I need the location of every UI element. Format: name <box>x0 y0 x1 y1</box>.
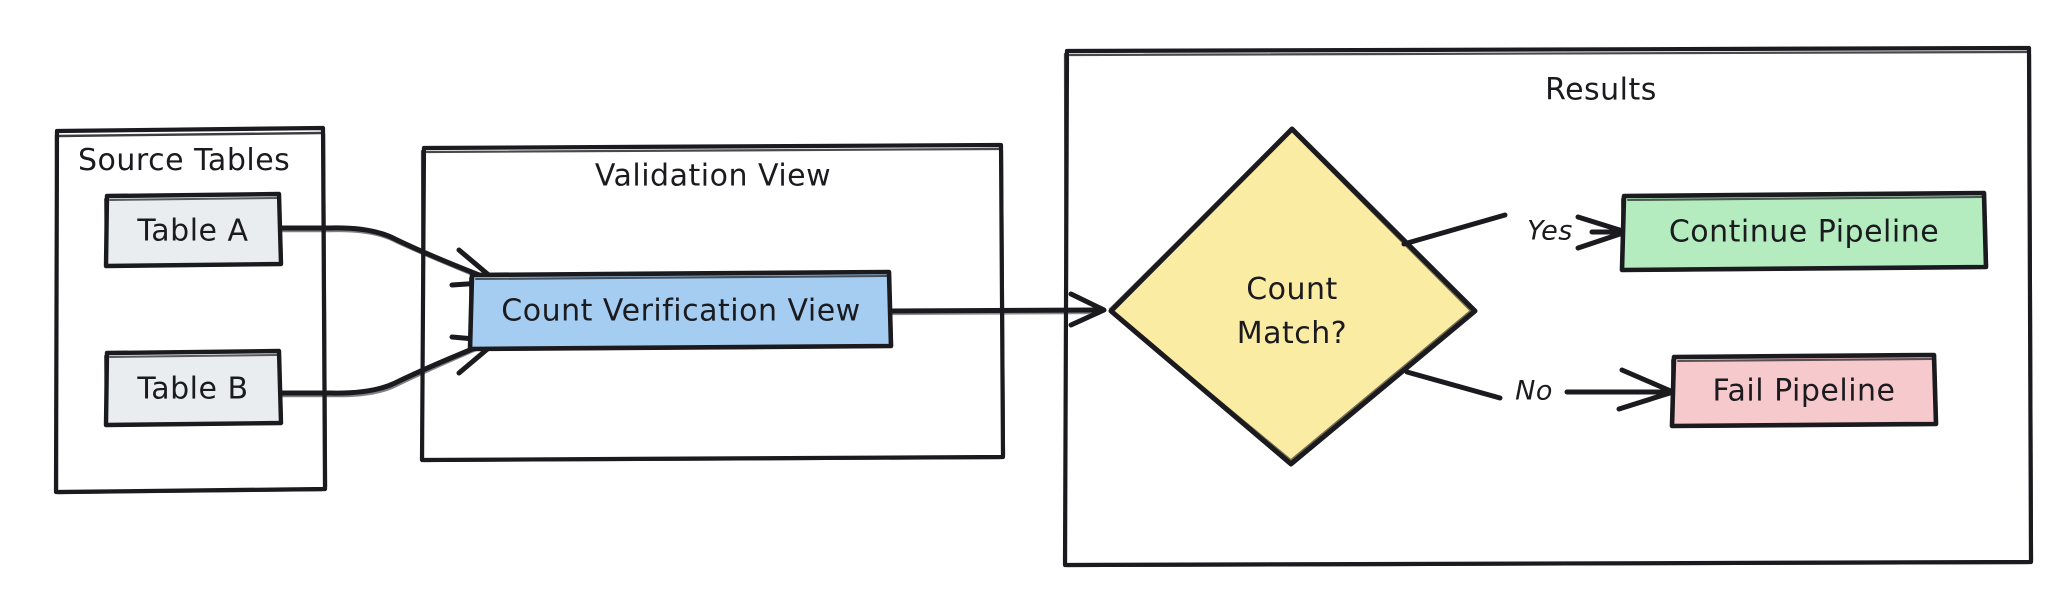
group-results-frame <box>1062 45 2034 568</box>
edge-verification-to-count-match <box>888 291 1107 328</box>
node-label-count-verification-view: Count Verification View <box>501 293 861 329</box>
group-source-tables-frame <box>53 125 328 495</box>
edge-label-no: No <box>1515 375 1553 407</box>
node-label-table-a: Table A <box>137 213 249 249</box>
edge-count-match-to-continue-pipeline <box>1401 212 1629 251</box>
node-label-continue-pipeline: Continue Pipeline <box>1668 214 1940 250</box>
edge-table-b-to-verification <box>278 334 500 398</box>
edge-table-a-to-verification <box>278 225 500 288</box>
edge-label-yes: Yes <box>1527 215 1573 247</box>
group-title-source-tables: Source Tables <box>78 143 291 178</box>
group-title-results: Results <box>1545 72 1657 108</box>
node-fail-pipeline-shape[interactable] <box>1669 352 1939 429</box>
node-continue-pipeline-shape[interactable] <box>1619 190 1989 273</box>
node-table-b-shape[interactable] <box>103 348 284 428</box>
group-title-validation-view: Validation View <box>594 158 832 194</box>
node-label-fail-pipeline: Fail Pipeline <box>1712 373 1896 409</box>
node-label-count-match-line1: Count <box>1246 271 1338 307</box>
node-count-match-shape[interactable] <box>1108 126 1478 467</box>
node-label-count-match-line2: Match? <box>1236 315 1348 351</box>
node-label-table-b: Table B <box>137 371 249 407</box>
group-validation-view-frame <box>419 142 1006 463</box>
